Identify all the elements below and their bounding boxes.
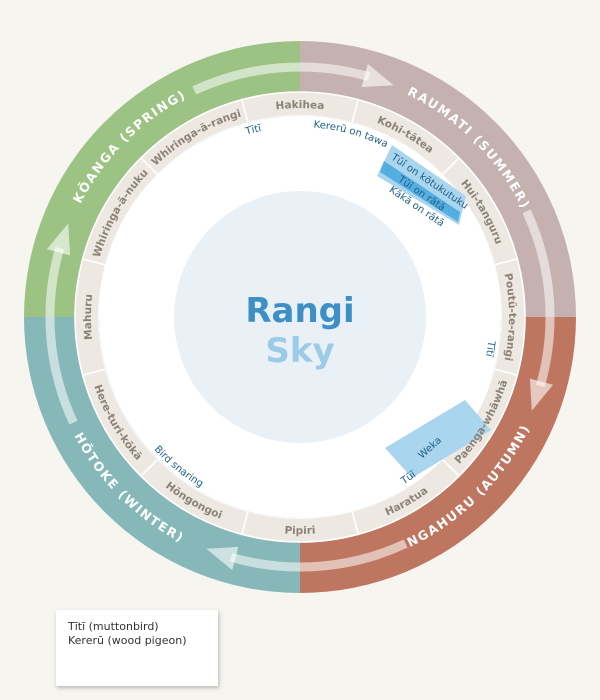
band-weka xyxy=(385,400,491,478)
season-arrow-shaft xyxy=(45,246,78,425)
band-label-titi: Tītī xyxy=(243,123,262,138)
season-arrow-shaft xyxy=(229,539,408,572)
band-label-titi-autumn: Tītī xyxy=(483,339,497,358)
season-arrow-shaft xyxy=(522,209,555,388)
legend-box: Tītī (muttonbird) Kererū (wood pigeon) xyxy=(56,610,218,686)
season-arrow-head xyxy=(206,546,239,571)
month-label: Mahuru xyxy=(82,294,95,341)
band-tui-kotukutuku xyxy=(380,161,460,222)
center-title: Rangi xyxy=(245,291,354,331)
legend-item-kereru: Kererū (wood pigeon) xyxy=(68,634,187,647)
month-label: Hakihea xyxy=(275,99,325,112)
season-arrow-head xyxy=(529,378,554,411)
center-subtitle: Sky xyxy=(265,331,334,371)
center-circle xyxy=(174,191,426,443)
month-label: Poutū-te-rangi xyxy=(502,272,518,362)
season-arrow-head xyxy=(46,223,71,256)
season-arrows xyxy=(45,62,555,572)
season-arrow-shaft xyxy=(192,62,371,95)
month-ring xyxy=(74,91,526,543)
month-label: Pipiri xyxy=(284,524,316,537)
season-arrow-head xyxy=(361,63,394,88)
legend-item-titi: Tītī (muttonbird) xyxy=(68,620,159,633)
